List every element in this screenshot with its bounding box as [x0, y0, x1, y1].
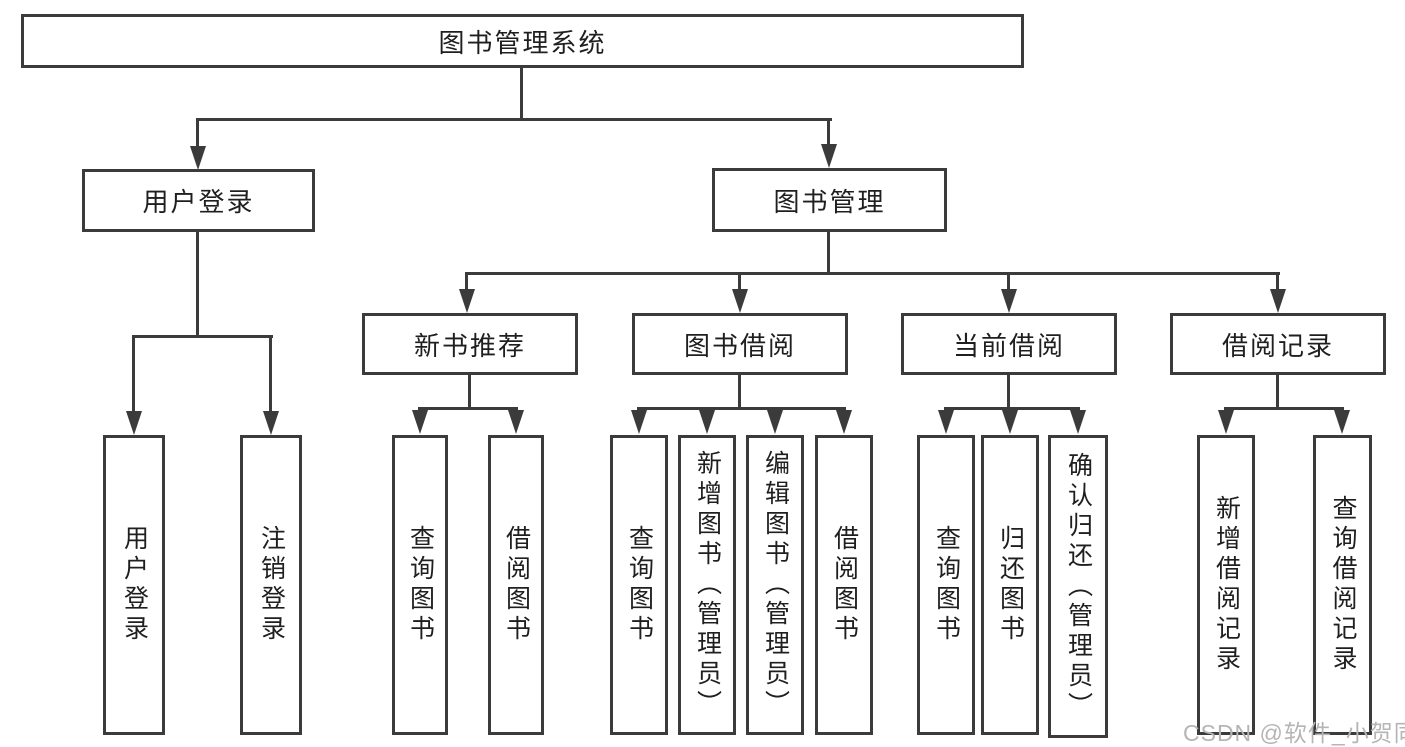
leaf-recommend-query-books: 查询图书	[392, 435, 448, 735]
leaf-current-query-books: 查询图书	[917, 435, 975, 735]
node-library-system: 图书管理系统	[21, 14, 1024, 68]
arrow-down-icon	[1218, 410, 1234, 434]
arrow-down-icon	[699, 410, 715, 434]
connector-root-stem	[520, 66, 523, 120]
node-current-borrowing: 当前借阅	[901, 313, 1117, 375]
arrow-down-icon	[836, 410, 852, 434]
arrow-down-icon	[821, 144, 837, 168]
leaf-add-borrow-record: 新增借阅记录	[1197, 435, 1255, 735]
connector-book-mgmt-stem	[827, 118, 830, 147]
leaf-add-book-admin: 新增图书（管理员）	[678, 435, 736, 735]
arrow-down-icon	[631, 410, 647, 434]
connector-leaf-stem	[132, 335, 135, 413]
connector-current-hline	[944, 407, 1080, 410]
arrow-down-icon	[767, 410, 783, 434]
leaf-borrowing-borrow-books: 借阅图书	[815, 435, 873, 735]
arrow-down-icon	[938, 410, 954, 434]
node-new-book-recommend: 新书推荐	[362, 313, 578, 375]
arrow-down-icon	[190, 146, 206, 170]
connector-current-down	[1007, 375, 1010, 410]
connector-user-login-down	[196, 232, 199, 338]
arrow-down-icon	[1002, 410, 1018, 434]
arrow-down-icon	[1270, 289, 1286, 313]
arrow-down-icon	[1001, 289, 1017, 313]
connector-level2-stem	[1007, 272, 1010, 291]
connector-borrowing-hline	[637, 407, 846, 410]
connector-level1-hline	[196, 118, 832, 121]
connector-level2-hline	[465, 272, 1280, 275]
connector-recommend-down	[468, 375, 471, 410]
leaf-return-book: 归还图书	[981, 435, 1039, 735]
arrow-down-icon	[263, 411, 279, 435]
connector-borrowing-down	[738, 375, 741, 410]
node-book-borrowing: 图书借阅	[632, 313, 848, 375]
node-user-login: 用户登录	[82, 169, 315, 232]
arrow-down-icon	[1070, 410, 1086, 434]
connector-leaf-stem	[269, 335, 272, 413]
leaf-borrowing-query-books: 查询图书	[610, 435, 668, 735]
leaf-logout: 注销登录	[240, 435, 302, 735]
leaf-user-login: 用户登录	[103, 435, 165, 735]
arrow-down-icon	[459, 289, 475, 313]
connector-user-login-stem	[196, 118, 199, 148]
leaf-query-borrow-record: 查询借阅记录	[1313, 435, 1372, 735]
connector-records-down	[1276, 375, 1279, 410]
connector-user-login-hline	[132, 335, 273, 338]
connector-level2-stem	[738, 272, 741, 291]
arrow-down-icon	[732, 289, 748, 313]
arrow-down-icon	[412, 410, 428, 434]
arrow-down-icon	[508, 410, 524, 434]
leaf-recommend-borrow-books: 借阅图书	[488, 435, 544, 735]
connector-records-hline	[1224, 407, 1344, 410]
connector-level2-stem	[1276, 272, 1279, 291]
leaf-edit-book-admin: 编辑图书（管理员）	[746, 435, 804, 735]
connector-level2-stem	[465, 272, 468, 291]
node-book-management: 图书管理	[712, 168, 947, 232]
watermark: CSDN @软件_小贺同学	[1183, 720, 1405, 746]
connector-book-mgmt-down	[827, 232, 830, 275]
node-borrowing-records: 借阅记录	[1170, 313, 1386, 375]
connector-recommend-hline	[418, 407, 518, 410]
leaf-confirm-return-admin: 确认归还（管理员）	[1048, 435, 1108, 738]
arrow-down-icon	[126, 411, 142, 435]
arrow-down-icon	[1334, 410, 1350, 434]
